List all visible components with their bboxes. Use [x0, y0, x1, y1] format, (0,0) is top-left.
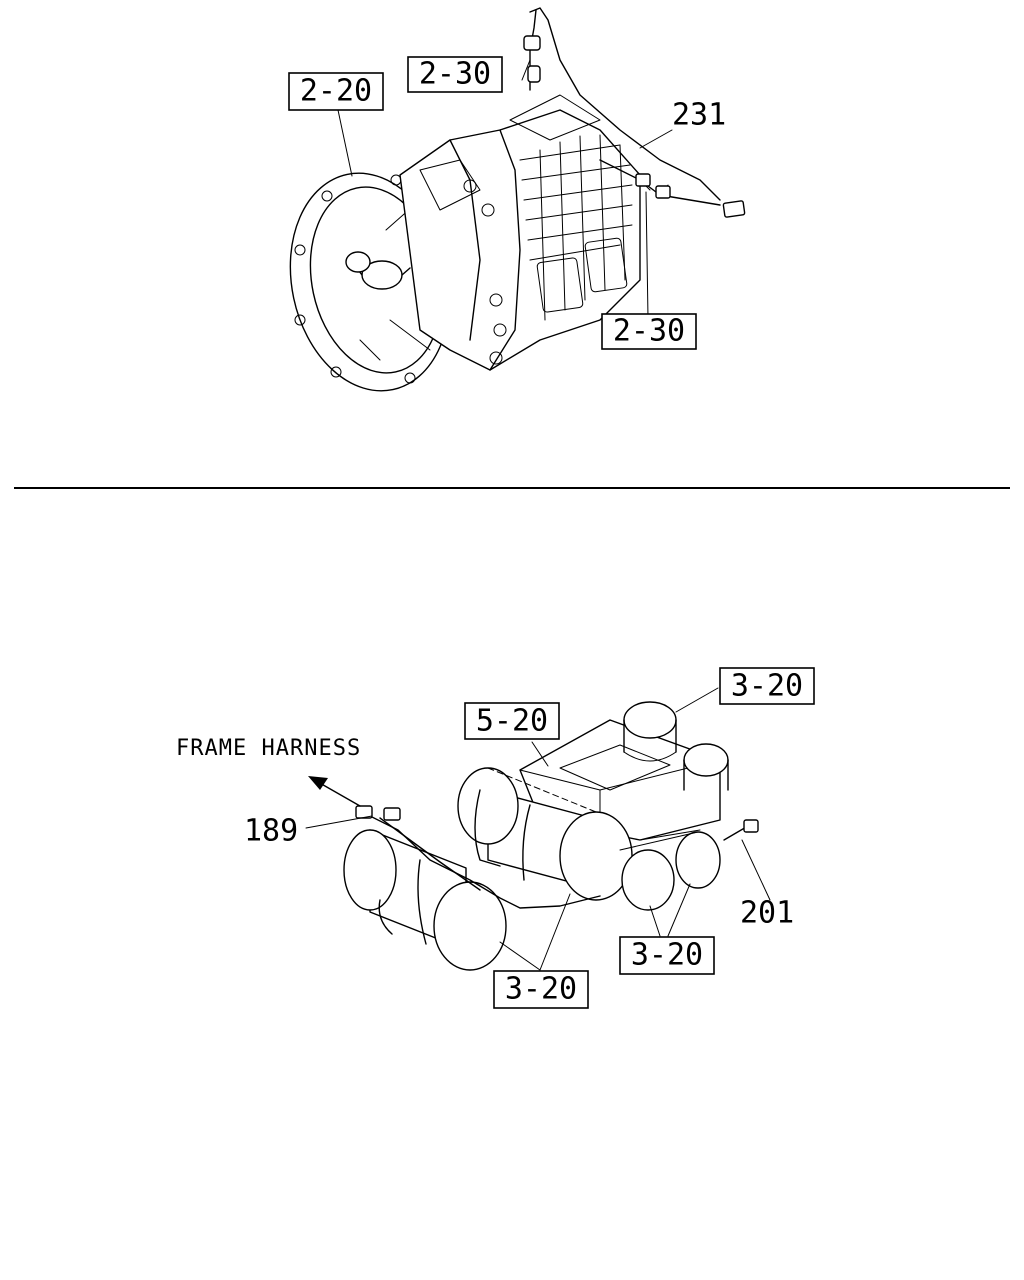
part-number-189: 189 — [244, 814, 298, 849]
tank-assembly — [343, 701, 759, 971]
ref-2-30-top-text: 2-30 — [419, 57, 491, 92]
part-number-201: 201 — [740, 896, 794, 931]
part-number-231: 231 — [672, 98, 726, 133]
ref-label-2-20[interactable]: 2-20 — [288, 72, 384, 111]
ref-3-20-bottom-text: 3-20 — [505, 972, 577, 1007]
ref-3-20-right-text: 3-20 — [631, 938, 703, 973]
ref-label-3-20-right[interactable]: 3-20 — [619, 936, 715, 975]
ref-label-5-20[interactable]: 5-20 — [464, 702, 560, 740]
ref-label-3-20-bottom[interactable]: 3-20 — [493, 970, 589, 1009]
bottom-leader-lines — [305, 687, 771, 971]
ref-2-30-right-text: 2-30 — [613, 314, 685, 349]
ref-3-20-top-text: 3-20 — [731, 669, 803, 704]
ref-5-20-text: 5-20 — [476, 704, 548, 739]
top-leader-lines — [337, 59, 673, 319]
frame-harness-label: FRAME HARNESS — [176, 736, 361, 761]
frame-harness-arrow — [308, 776, 361, 807]
ref-label-2-30-top[interactable]: 2-30 — [407, 56, 503, 93]
transmission-assembly — [289, 7, 746, 392]
ref-label-2-30-right[interactable]: 2-30 — [601, 313, 697, 350]
ref-2-20-text: 2-20 — [300, 74, 372, 109]
ref-label-3-20-top[interactable]: 3-20 — [719, 667, 815, 705]
